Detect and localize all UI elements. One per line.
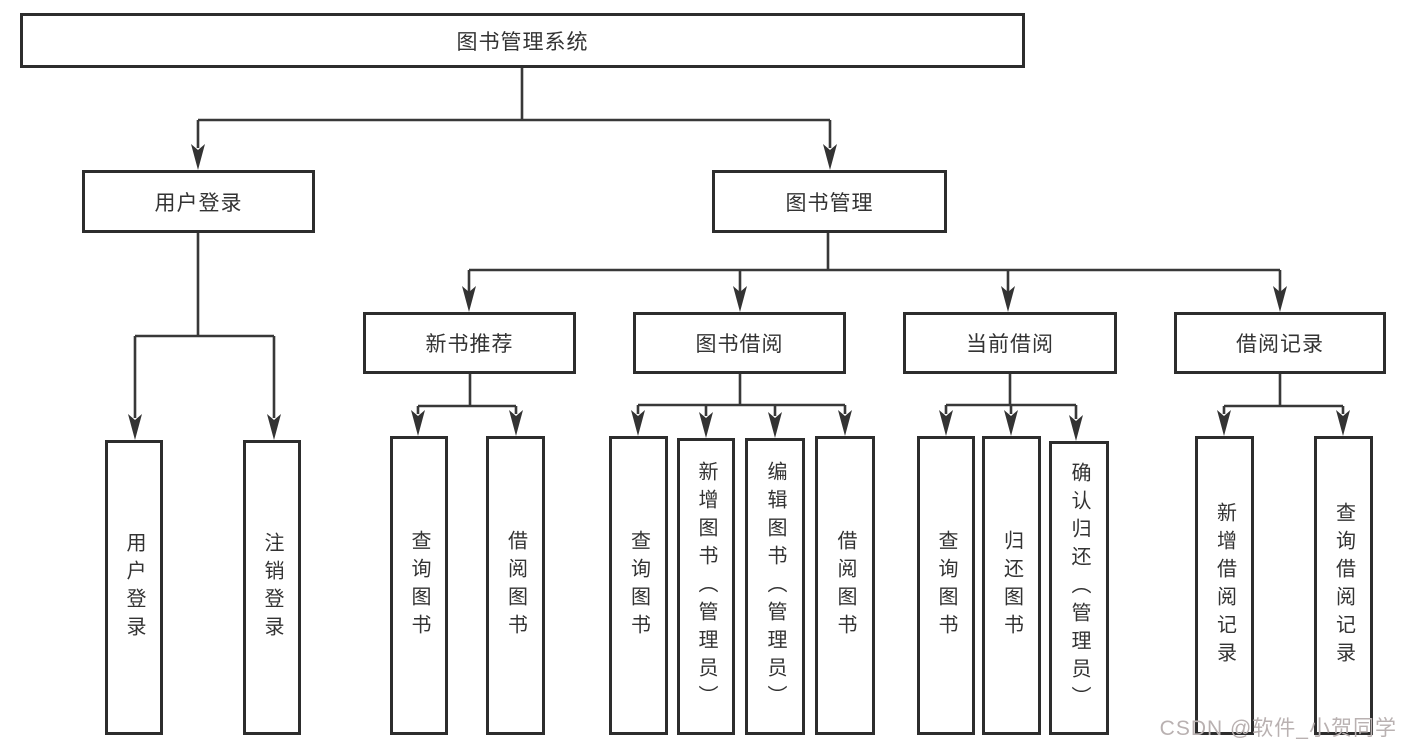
node-current-borrow: 当前借阅 (903, 312, 1117, 374)
leaf-borrow-books-recommend: 借阅图书 (486, 436, 545, 735)
node-library-management-system: 图书管理系统 (20, 13, 1025, 68)
leaf-query-books-borrow: 查询图书 (609, 436, 668, 735)
leaf-user-login: 用户登录 (105, 440, 163, 735)
leaf-logout: 注销登录 (243, 440, 301, 735)
leaf-confirm-return-admin: 确认归还（管理员） (1049, 441, 1109, 735)
node-book-management: 图书管理 (712, 170, 947, 233)
leaf-query-books-recommend: 查询图书 (390, 436, 448, 735)
leaf-edit-book-admin: 编辑图书（管理员） (745, 438, 805, 735)
node-book-borrow: 图书借阅 (633, 312, 846, 374)
leaf-add-book-admin: 新增图书（管理员） (677, 438, 735, 735)
node-borrow-records: 借阅记录 (1174, 312, 1386, 374)
leaf-add-borrow-record: 新增借阅记录 (1195, 436, 1254, 735)
node-new-book-recommend: 新书推荐 (363, 312, 576, 374)
leaf-query-books-current: 查询图书 (917, 436, 975, 735)
leaf-return-book: 归还图书 (982, 436, 1041, 735)
leaf-borrow-books-borrow: 借阅图书 (815, 436, 875, 735)
csdn-watermark: CSDN @软件_小贺同学 (1159, 717, 1397, 740)
leaf-query-borrow-record: 查询借阅记录 (1314, 436, 1373, 735)
node-user-login: 用户登录 (82, 170, 315, 233)
